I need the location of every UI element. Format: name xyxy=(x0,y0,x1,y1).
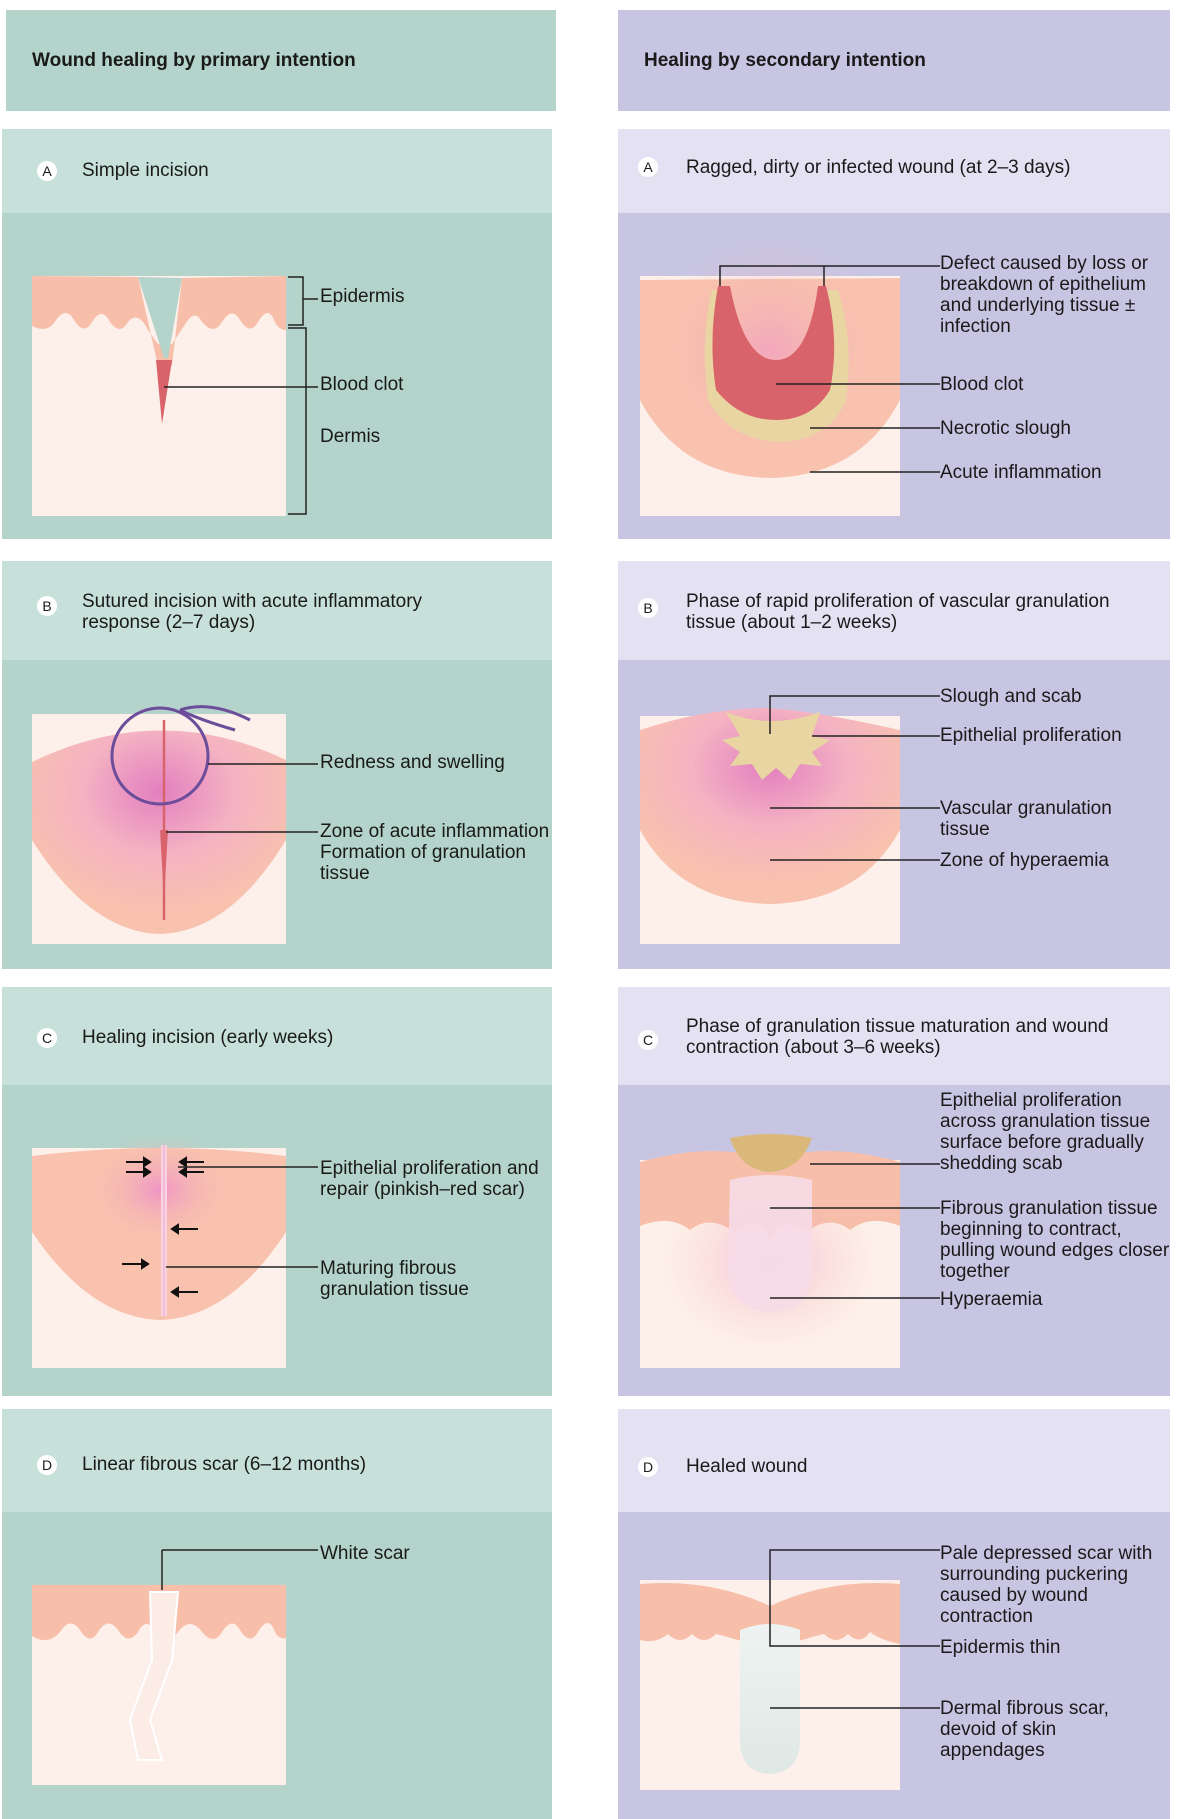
primary-d-illustration xyxy=(32,1550,318,1785)
primary-b-illustration xyxy=(32,707,318,944)
secondary-d-illustration xyxy=(640,1550,940,1790)
secondary-b-illustration xyxy=(640,696,940,944)
secondary-a-illustration xyxy=(640,240,940,516)
primary-c-illustration xyxy=(32,1135,318,1368)
secondary-c-illustration xyxy=(640,1134,940,1368)
primary-a-illustration xyxy=(32,276,318,516)
